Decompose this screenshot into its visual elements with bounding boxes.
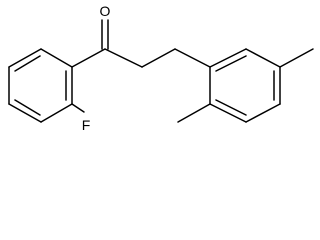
double-bond-inner <box>14 99 41 116</box>
chain-bond <box>174 48 211 68</box>
oxygen-label: O <box>100 3 111 19</box>
methyl-bond-bottom <box>177 103 211 123</box>
bond <box>209 103 247 123</box>
bond <box>40 48 73 68</box>
chain-bond <box>141 48 176 68</box>
fluorine-label: F <box>82 117 91 133</box>
dimethylphenyl-ring <box>209 48 281 123</box>
bond <box>8 48 42 68</box>
bond <box>40 103 73 123</box>
double-bond-inner <box>215 55 247 72</box>
ring-carbonyl-bond <box>71 48 106 68</box>
double-bond-inner <box>215 99 247 116</box>
bond <box>245 48 281 68</box>
bond <box>245 103 281 123</box>
double-bond-inner <box>14 55 41 72</box>
fluorophenyl-ring <box>8 48 73 123</box>
bond <box>8 103 42 123</box>
chemical-structure: F O <box>8 3 314 133</box>
methyl-bond-top <box>279 48 314 68</box>
bond <box>209 48 247 68</box>
c-f-bond <box>71 103 85 113</box>
chain-bond <box>104 48 143 68</box>
